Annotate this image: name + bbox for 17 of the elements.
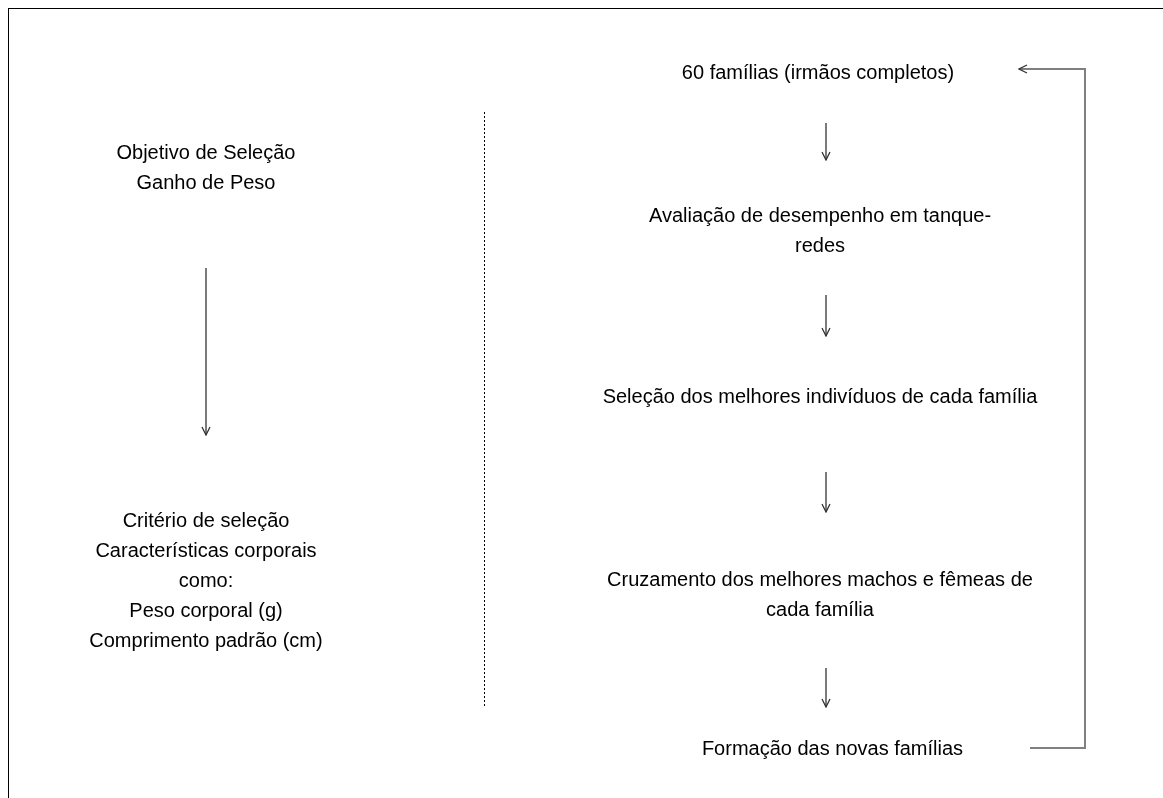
node-heading: 60 famílias (irmãos completos) <box>680 60 956 85</box>
arrow <box>821 294 831 337</box>
node-text: Ganho de Peso <box>135 170 277 195</box>
arrow <box>821 471 831 513</box>
arrow <box>1018 64 1086 749</box>
node-heading: Formação das novas famílias <box>700 736 965 761</box>
arrow <box>821 122 831 161</box>
arrow <box>201 267 211 436</box>
node-text: Comprimento padrão (cm) <box>88 628 324 653</box>
node-heading: Seleção dos melhores indivíduos de cada família <box>601 384 1039 409</box>
node-text: Peso corporal (g) <box>128 598 284 623</box>
node-heading: Cruzamento dos melhores machos e fêmeas de cada família <box>606 567 1034 622</box>
arrow <box>821 667 831 708</box>
node-heading: Critério de seleção <box>121 508 291 533</box>
node-heading: Objetivo de Seleção <box>115 140 297 165</box>
node-heading: Avaliação de desempenho em tanque-redes <box>647 203 993 258</box>
node-text: Características corporais como: <box>94 538 318 593</box>
